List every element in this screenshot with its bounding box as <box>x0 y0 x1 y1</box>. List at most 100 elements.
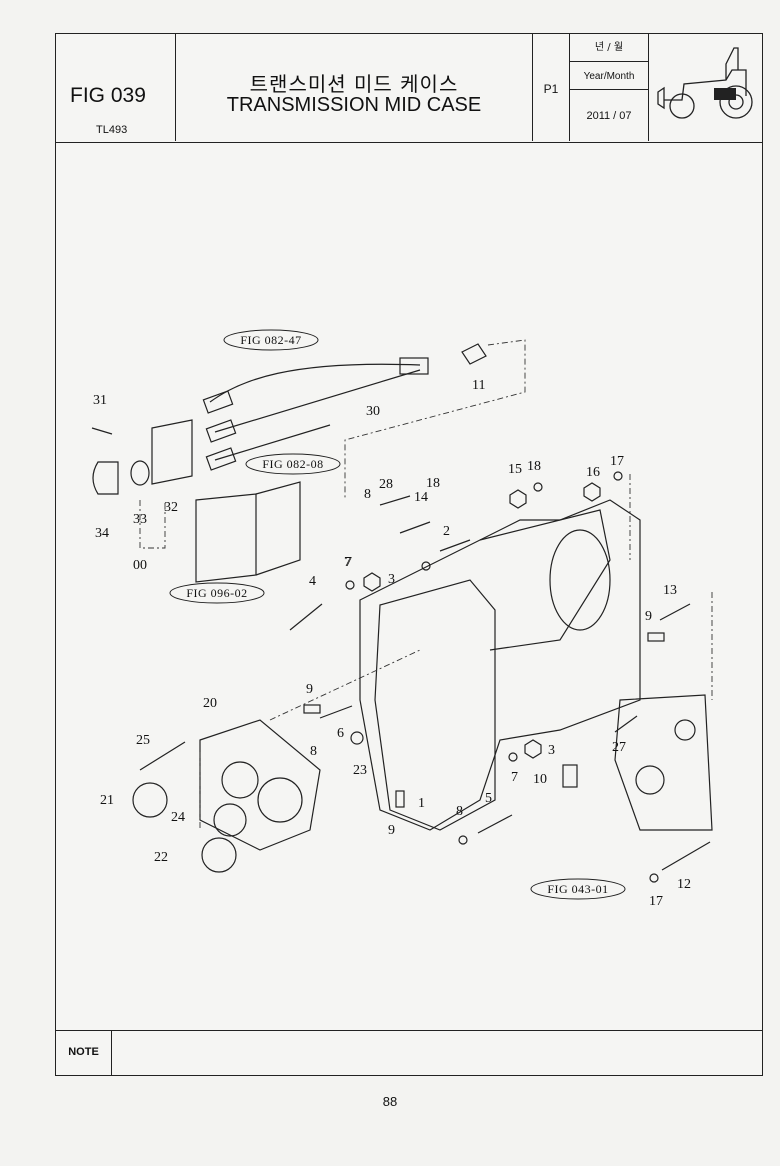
page-cell: P1 <box>533 34 570 141</box>
part-number-label: 21 <box>100 793 114 808</box>
part-number-label: 1 <box>418 796 425 811</box>
title-english: TRANSMISSION MID CASE <box>226 94 482 116</box>
mount-bracket <box>195 493 257 583</box>
part-number-label: 20 <box>203 696 217 711</box>
dowel-pin <box>395 790 405 808</box>
part-number-label: 17 <box>610 454 624 469</box>
page-number: 88 <box>382 1094 398 1109</box>
date-label-english: Year/Month <box>570 62 648 90</box>
note-label: NOTE <box>56 1031 112 1075</box>
part-number-label: 6 <box>337 726 344 741</box>
part-number-label: 16 <box>586 465 600 480</box>
date-value: 2011 / 07 <box>586 110 632 122</box>
page-label: P1 <box>543 82 559 96</box>
hose-fitting <box>205 419 237 443</box>
fig-ref-oval <box>223 329 319 351</box>
page-frame: FIG 039 TL493 트랜스미션 미드 케이스 TRANSMISSION … <box>55 33 763 1076</box>
bolt <box>477 814 513 834</box>
part-number-label: 7 <box>345 555 352 570</box>
part-number-label: 27 <box>612 740 626 755</box>
part-number-label: 14 <box>414 490 428 505</box>
nut <box>524 739 542 759</box>
cover-bore <box>221 761 259 799</box>
dowel-pin <box>303 704 321 714</box>
part-number-label: 18 <box>527 459 541 474</box>
part-number-label: 22 <box>154 850 168 865</box>
plate-bore <box>674 719 696 741</box>
part-number-label: 9 <box>306 682 313 697</box>
leader-dash <box>139 500 166 549</box>
fig-ref-oval <box>530 878 626 900</box>
hose-fitting <box>202 390 234 414</box>
front-cover <box>199 719 321 851</box>
part-number-label: 11 <box>472 378 485 393</box>
elbow-fitting <box>461 343 487 365</box>
part-number-label: 32 <box>164 500 178 515</box>
part-number-label: 30 <box>366 404 380 419</box>
o-ring <box>350 731 364 745</box>
nut <box>583 482 601 502</box>
nut <box>363 572 381 592</box>
bolt <box>379 495 411 506</box>
part-number-label: 8 <box>310 744 317 759</box>
nut <box>509 489 527 509</box>
bolt <box>661 841 711 871</box>
part-number-label: 5 <box>485 791 492 806</box>
fig-cell: FIG 039 TL493 <box>56 34 176 141</box>
part-number-label: 24 <box>171 810 185 825</box>
bolt <box>289 603 323 631</box>
bolt <box>659 603 691 621</box>
fig-ref-oval <box>169 582 265 604</box>
cover-bore <box>257 777 303 823</box>
figure-reference-label: FIG 096-02 <box>186 586 247 600</box>
washer <box>345 580 355 590</box>
mid-case-housing <box>359 499 641 831</box>
part-number-label: 28 <box>379 477 393 492</box>
part-number-label: 7 <box>344 555 351 570</box>
cap-nut <box>130 460 150 486</box>
date-label-korean: 년 / 월 <box>570 34 648 62</box>
leader-dash <box>344 339 526 500</box>
fig-ref-oval <box>245 453 341 475</box>
part-number-label: 8 <box>456 804 463 819</box>
washer <box>458 835 468 845</box>
figure-reference-label: FIG 082-08 <box>262 457 323 471</box>
snap-ring <box>201 837 237 873</box>
part-number-label: 3 <box>388 572 395 587</box>
bolt <box>319 705 353 719</box>
part-number-label: 3 <box>548 743 555 758</box>
hose-fitting <box>399 357 429 375</box>
mount-bracket-side <box>255 481 301 576</box>
part-number-label: 31 <box>93 393 107 408</box>
part-number-label: 23 <box>353 763 367 778</box>
fig-number: FIG 039 <box>70 84 146 107</box>
hose-line <box>209 363 421 403</box>
bolt <box>91 427 113 435</box>
tractor-icon <box>657 47 753 119</box>
hose-fitting <box>205 447 237 471</box>
plug <box>562 764 578 788</box>
header-block: FIG 039 TL493 트랜스미션 미드 케이스 TRANSMISSION … <box>56 34 762 143</box>
part-number-label: 8 <box>364 487 371 502</box>
part-number-label: 17 <box>649 894 663 909</box>
manifold-block <box>151 419 193 485</box>
part-number-label: 7 <box>511 770 518 785</box>
washer <box>649 873 659 883</box>
plate-bore <box>635 765 665 795</box>
figure-reference-label: FIG 082-47 <box>240 333 301 347</box>
part-number-label: 34 <box>95 526 109 541</box>
bolt <box>439 539 471 552</box>
part-number-label: 15 <box>508 462 522 477</box>
model-code: TL493 <box>96 124 128 136</box>
snap-ring <box>132 782 168 818</box>
hose-line <box>214 424 331 461</box>
note-bar: NOTE <box>56 1030 762 1075</box>
dowel-pin <box>647 632 665 642</box>
part-number-label: 00 <box>133 558 147 573</box>
part-number-label: 9 <box>388 823 395 838</box>
bolt <box>614 715 638 733</box>
leader-dash <box>269 649 421 721</box>
washer <box>613 471 623 481</box>
washer <box>533 482 543 492</box>
